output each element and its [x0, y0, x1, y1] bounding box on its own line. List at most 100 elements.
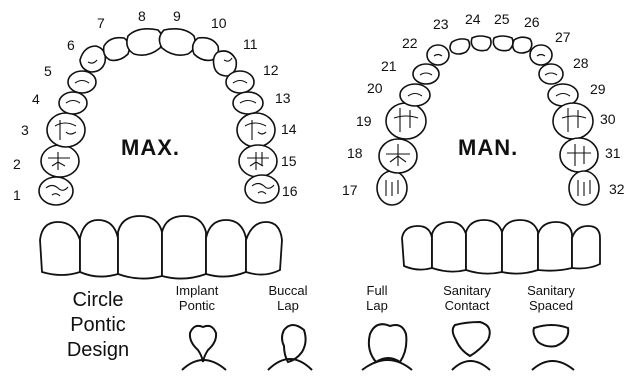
- bridge-tooth[interactable]: [502, 220, 538, 274]
- bridge-tooth[interactable]: [118, 216, 162, 279]
- option-sanitary-spaced[interactable]: Sanitary Spaced: [527, 283, 575, 370]
- tooth-13[interactable]: [233, 92, 263, 114]
- bridge-tooth[interactable]: [432, 222, 466, 272]
- tooth-24[interactable]: [471, 36, 491, 51]
- option-buccal-lap[interactable]: Buccal Lap: [268, 283, 312, 370]
- tooth-32[interactable]: [569, 171, 599, 205]
- tooth-number-21: 21: [381, 58, 397, 74]
- tooth-5[interactable]: [68, 71, 96, 93]
- tooth-1[interactable]: [39, 177, 73, 205]
- tooth-7[interactable]: [104, 38, 130, 61]
- tooth-number-3: 3: [21, 122, 29, 138]
- legend-title-line: Circle: [72, 289, 123, 311]
- tooth-30[interactable]: [553, 103, 593, 139]
- tooth-27[interactable]: [530, 45, 552, 65]
- tooth-number-15: 15: [281, 153, 297, 169]
- bridge-tooth[interactable]: [40, 222, 80, 275]
- tooth-number-20: 20: [367, 80, 383, 96]
- option-label: Buccal: [268, 283, 307, 298]
- option-sanitary-contact[interactable]: Sanitary Contact: [443, 283, 491, 370]
- tooth-17[interactable]: [377, 171, 407, 205]
- tooth-number-6: 6: [67, 37, 75, 53]
- implant-pontic-shape: [190, 326, 216, 362]
- tooth-31[interactable]: [560, 138, 598, 172]
- sanitary-contact-shape: [453, 322, 490, 356]
- maxillary-arch: [39, 29, 279, 205]
- tooth-number-17: 17: [342, 182, 358, 198]
- tooth-number-1: 1: [13, 187, 21, 203]
- ridge-line: [532, 361, 574, 370]
- tooth-number-25: 25: [494, 11, 510, 27]
- tooth-6[interactable]: [80, 46, 105, 72]
- full-lap-shape: [369, 324, 407, 362]
- option-label: Sanitary: [527, 283, 575, 298]
- tooth-number-2: 2: [13, 156, 21, 172]
- tooth-number-12: 12: [263, 62, 279, 78]
- tooth-12[interactable]: [226, 71, 254, 93]
- tooth-number-30: 30: [600, 111, 616, 127]
- tooth-28[interactable]: [539, 64, 563, 84]
- bridge-tooth[interactable]: [572, 226, 600, 269]
- tooth-number-11: 11: [243, 36, 258, 52]
- tooth-22[interactable]: [427, 45, 449, 65]
- tooth-26[interactable]: [513, 37, 532, 53]
- tooth-number-7: 7: [97, 15, 105, 31]
- bridge-tooth[interactable]: [206, 220, 246, 277]
- tooth-number-31: 31: [605, 145, 621, 161]
- tooth-number-28: 28: [573, 55, 589, 71]
- bridge-tooth[interactable]: [80, 220, 118, 277]
- option-label: Full: [367, 283, 388, 298]
- tooth-18[interactable]: [379, 139, 417, 173]
- tooth-23[interactable]: [450, 39, 470, 54]
- option-label: Implant: [176, 283, 219, 298]
- tooth-number-16: 16: [282, 183, 298, 199]
- tooth-3[interactable]: [47, 113, 85, 147]
- tooth-number-23: 23: [433, 16, 449, 32]
- tooth-number-32: 32: [609, 181, 625, 197]
- option-label: Lap: [366, 298, 388, 313]
- tooth-20[interactable]: [400, 84, 430, 106]
- tooth-number-29: 29: [590, 81, 606, 97]
- tooth-15[interactable]: [239, 145, 277, 177]
- legend-title-line: Pontic: [70, 314, 126, 336]
- bridge-tooth[interactable]: [402, 226, 432, 270]
- ridge-line: [362, 360, 412, 370]
- tooth-4[interactable]: [59, 92, 87, 114]
- buccal-lap-shape: [282, 325, 306, 362]
- tooth-21[interactable]: [413, 64, 439, 84]
- tooth-number-22: 22: [402, 35, 418, 51]
- tooth-14[interactable]: [237, 113, 275, 147]
- bridge-tooth[interactable]: [538, 222, 572, 271]
- mandibular-title: MAN.: [458, 135, 518, 160]
- tooth-19[interactable]: [386, 103, 426, 139]
- tooth-number-10: 10: [211, 15, 227, 31]
- tooth-number-26: 26: [524, 14, 540, 30]
- maxillary-title: MAX.: [121, 135, 180, 160]
- tooth-16[interactable]: [245, 175, 279, 203]
- tooth-number-19: 19: [356, 113, 372, 129]
- option-label: Contact: [445, 298, 490, 313]
- mandibular-arch: [377, 36, 599, 205]
- tooth-number-14: 14: [281, 121, 297, 137]
- option-label: Sanitary: [443, 283, 491, 298]
- option-label: Lap: [277, 298, 299, 313]
- bridge-tooth[interactable]: [246, 222, 282, 275]
- maxillary-bridge: [40, 216, 282, 279]
- bridge-tooth[interactable]: [466, 220, 502, 274]
- option-label: Pontic: [179, 298, 216, 313]
- legend-title-line: Design: [67, 339, 129, 361]
- tooth-8[interactable]: [127, 29, 163, 55]
- tooth-2[interactable]: [41, 145, 79, 177]
- pontic-design-title: Circle Pontic Design: [67, 289, 129, 361]
- tooth-number-5: 5: [44, 63, 52, 79]
- option-label: Spaced: [529, 298, 573, 313]
- bridge-tooth[interactable]: [162, 216, 206, 279]
- tooth-25[interactable]: [493, 36, 513, 51]
- tooth-number-27: 27: [555, 29, 571, 45]
- option-implant-pontic[interactable]: Implant Pontic: [176, 283, 226, 370]
- tooth-9[interactable]: [159, 29, 195, 55]
- option-full-lap[interactable]: Full Lap: [362, 283, 412, 370]
- tooth-number-13: 13: [275, 90, 291, 106]
